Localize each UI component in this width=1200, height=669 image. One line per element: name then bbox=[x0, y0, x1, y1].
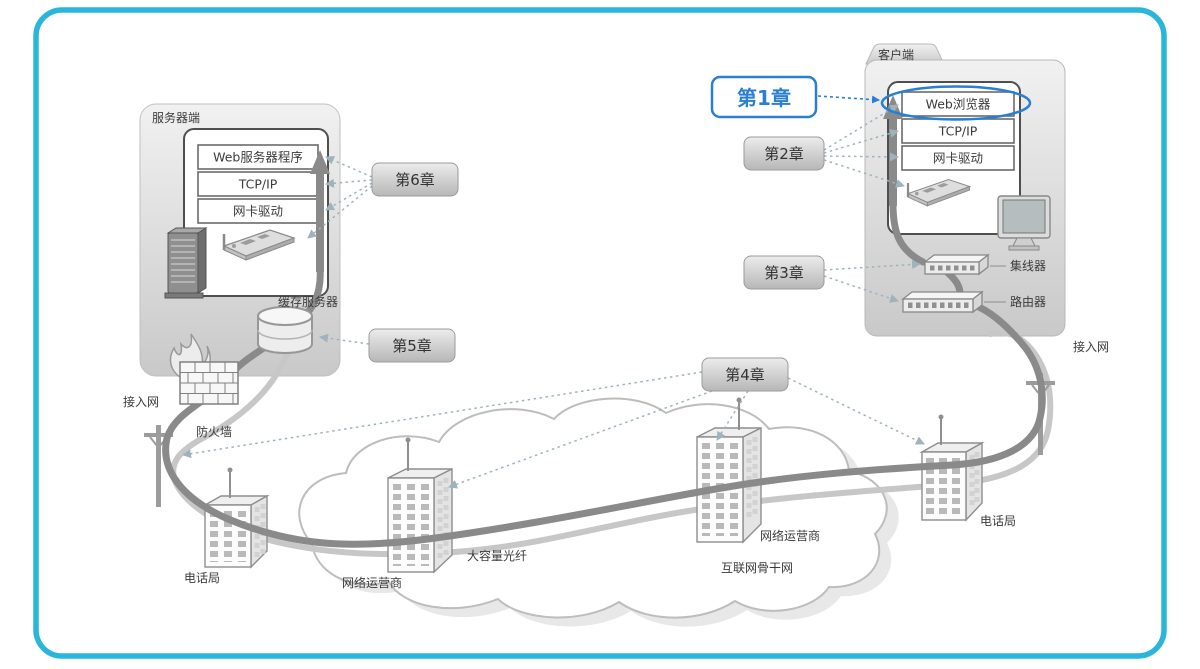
chapter-5-badge: 第5章 bbox=[368, 328, 456, 363]
fiber-label: 大容量光纤 bbox=[467, 548, 527, 563]
firewall-label: 防火墙 bbox=[196, 424, 232, 439]
antenna-icon bbox=[227, 467, 233, 498]
server-stack-label: Web服务器程序 bbox=[213, 150, 303, 165]
monitor-icon bbox=[997, 195, 1051, 251]
antenna-icon bbox=[938, 414, 944, 445]
server-stack-label: TCP/IP bbox=[238, 177, 278, 192]
building-isp-left bbox=[387, 437, 453, 574]
chapter-2-label: 第2章 bbox=[764, 145, 804, 163]
server-stack-label: 网卡驱动 bbox=[233, 204, 283, 219]
client-panel-tab bbox=[865, 43, 945, 65]
router-label: 路由器 bbox=[1010, 294, 1046, 309]
access-network-left-label: 接入网 bbox=[123, 394, 159, 409]
client-stack-label: 网卡驱动 bbox=[933, 151, 983, 166]
server-stack-item-driver bbox=[197, 198, 319, 224]
antenna-icon bbox=[405, 437, 411, 471]
cache-server-label: 缓存服务器 bbox=[278, 294, 338, 309]
chapter-6-badge: 第6章 bbox=[371, 162, 459, 197]
chapter-4-label: 第4章 bbox=[725, 366, 765, 384]
highlight-ellipse bbox=[880, 85, 1032, 121]
client-stack-label: Web浏览器 bbox=[926, 97, 991, 112]
chapter-1-badge: 第1章 bbox=[710, 75, 818, 119]
building-phone-office-left bbox=[202, 467, 270, 569]
chapter-2-badge: 第2章 bbox=[743, 136, 825, 171]
router-icon bbox=[901, 290, 984, 314]
hub-label: 集线器 bbox=[1010, 258, 1046, 273]
server-stack-container: Web服务器程序 TCP/IP 网卡驱动 bbox=[183, 128, 329, 297]
server-panel-title: 服务器端 bbox=[152, 110, 200, 125]
firewall-icon bbox=[179, 361, 239, 405]
client-panel-title: 客户端 bbox=[878, 47, 914, 62]
chapter-3-label: 第3章 bbox=[764, 264, 804, 282]
diagram-labels: 缓存服务器 防火墙 接入网 接入网 集线器 路由器 电话局 网络运营商 大容量光… bbox=[123, 258, 1109, 590]
isp-right-label: 网络运营商 bbox=[760, 528, 820, 543]
client-stack-item-tcpip bbox=[901, 118, 1015, 144]
server-upstream-arrow bbox=[310, 150, 330, 272]
chapter-1-pointer-line bbox=[817, 95, 880, 104]
client-stack-container: Web浏览器 TCP/IP 网卡驱动 bbox=[887, 81, 1021, 235]
server-stack-item-tcpip bbox=[197, 171, 319, 197]
hub-icon bbox=[923, 253, 990, 276]
backbone-label: 互联网骨干网 bbox=[721, 561, 793, 575]
network-cable-light bbox=[170, 329, 1054, 558]
chapter-3-badge: 第3章 bbox=[743, 255, 825, 290]
isp-left-label: 网络运营商 bbox=[342, 575, 402, 590]
client-stack-label: TCP/IP bbox=[938, 124, 978, 139]
access-network-right-label: 接入网 bbox=[1073, 339, 1109, 354]
client-stack-item-driver bbox=[901, 145, 1015, 171]
chapter-6-label: 第6章 bbox=[395, 171, 435, 189]
chapter-1-label: 第1章 bbox=[737, 86, 791, 110]
client-stack-item-browser bbox=[901, 91, 1015, 117]
stack-to-hub-cable bbox=[889, 200, 927, 266]
server-stack-item-web bbox=[197, 144, 319, 170]
chapter-pointer-lines bbox=[182, 104, 925, 489]
server-tower-icon bbox=[164, 227, 208, 299]
chapter-4-badge: 第4章 bbox=[701, 357, 789, 392]
antenna-icon bbox=[736, 397, 742, 430]
phone-office-right-label: 电话局 bbox=[980, 514, 1016, 528]
phone-office-left-label: 电话局 bbox=[184, 571, 220, 585]
chapter-5-label: 第5章 bbox=[392, 337, 432, 355]
page-frame bbox=[33, 7, 1167, 659]
cache-server-icon bbox=[257, 306, 313, 354]
